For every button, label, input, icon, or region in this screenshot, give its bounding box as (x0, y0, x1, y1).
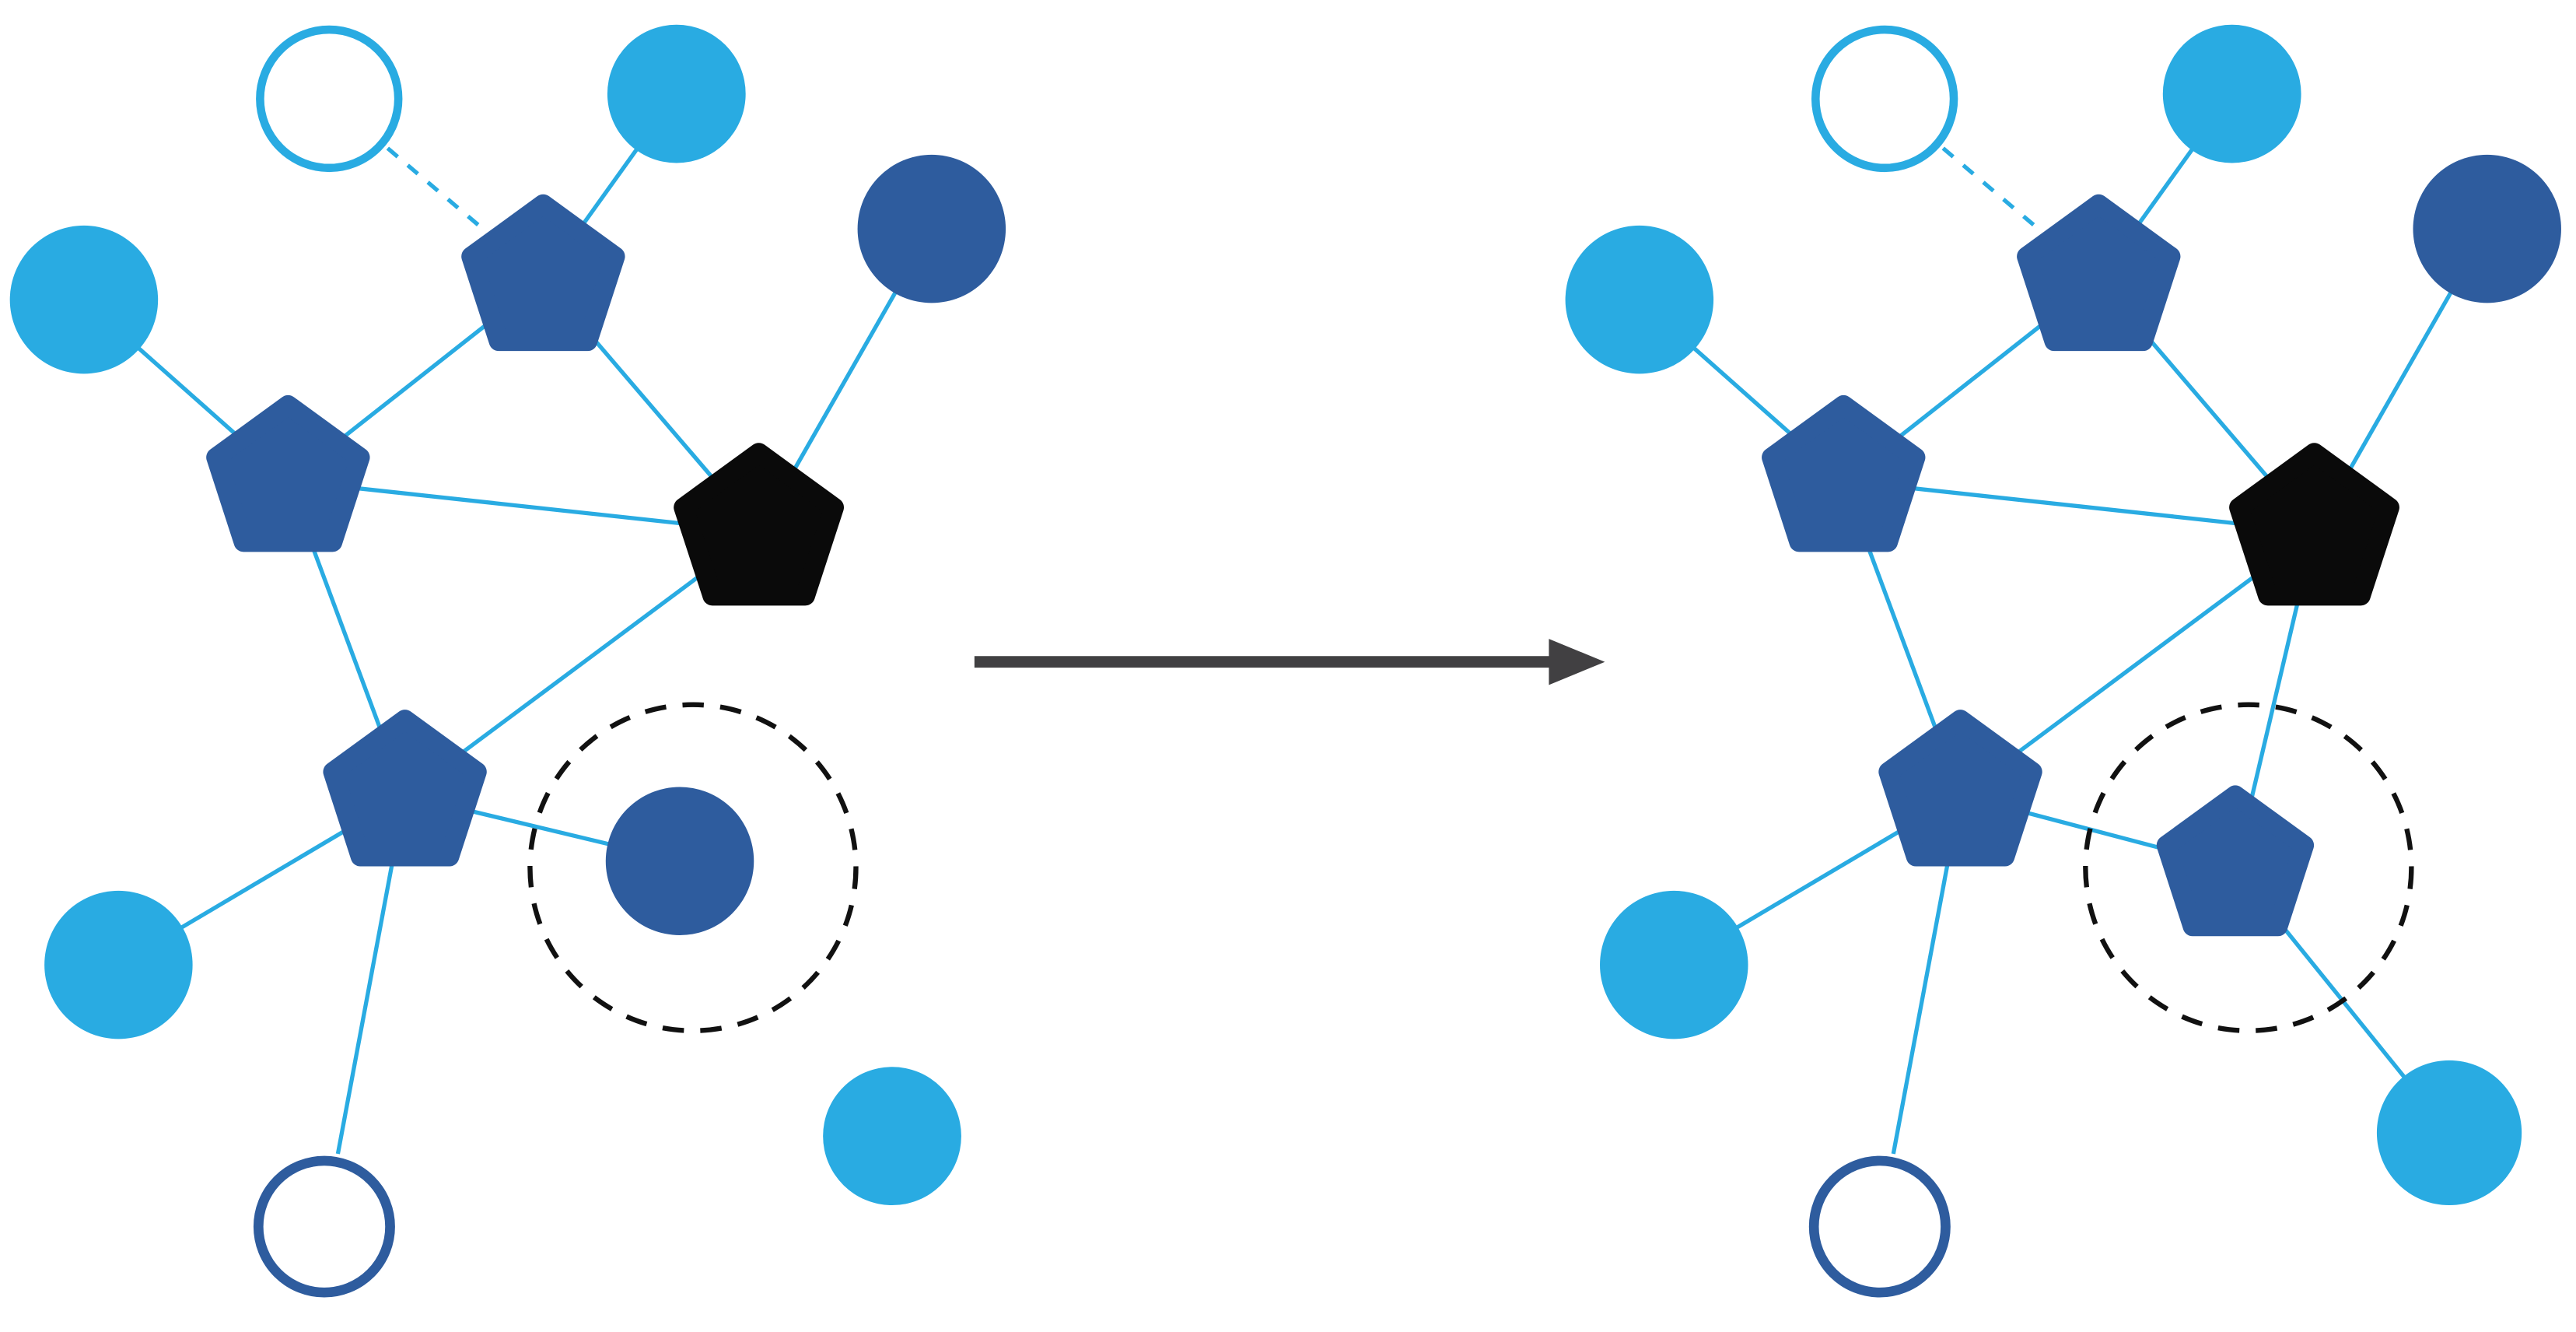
before-highlight-node-node (605, 787, 754, 935)
before-cyan-circle-bottomright-node (823, 1067, 961, 1206)
panel-before (9, 24, 1006, 1298)
before-pentagon-left-node (206, 394, 370, 552)
before-hollow-cyan-circle-node (256, 25, 403, 173)
before-dark-circle-topright-node (857, 154, 1006, 303)
panel-after (1565, 24, 2561, 1298)
before-cyan-circle-top-node (607, 24, 746, 163)
before-pentagon-black-node (674, 443, 845, 606)
before-pentagon-lower-node (323, 710, 487, 867)
after-hollow-cyan-circle-node (1811, 25, 1958, 173)
before-hollow-dark-circle-node (253, 1155, 395, 1298)
after-cyan-circle-bottomright-node (2376, 1060, 2522, 1206)
after-cyan-circle-top-node (2162, 24, 2301, 163)
after-pentagon-top-node (2017, 194, 2181, 352)
after-pentagon-black-node (2229, 443, 2399, 606)
highlight-dashed-circle (527, 702, 859, 1033)
after-hollow-dark-circle-node (1808, 1155, 1951, 1298)
after-highlight-node-node (2156, 785, 2315, 937)
before-pentagon-top-node (461, 194, 625, 352)
after-pentagon-left-node (1762, 394, 1926, 552)
arrow-head (1549, 639, 1605, 685)
highlight-dashed-circle (2083, 702, 2414, 1033)
after-cyan-circle-lowerleft-node (1600, 890, 1748, 1039)
before-cyan-circle-lowerleft-node (44, 890, 193, 1039)
before-cyan-circle-left-node (9, 225, 159, 374)
after-dark-circle-topright-node (2413, 154, 2561, 303)
after-cyan-circle-left-node (1565, 225, 1714, 374)
after-pentagon-lower-node (1878, 710, 2042, 867)
transformation-arrow (974, 639, 1605, 685)
